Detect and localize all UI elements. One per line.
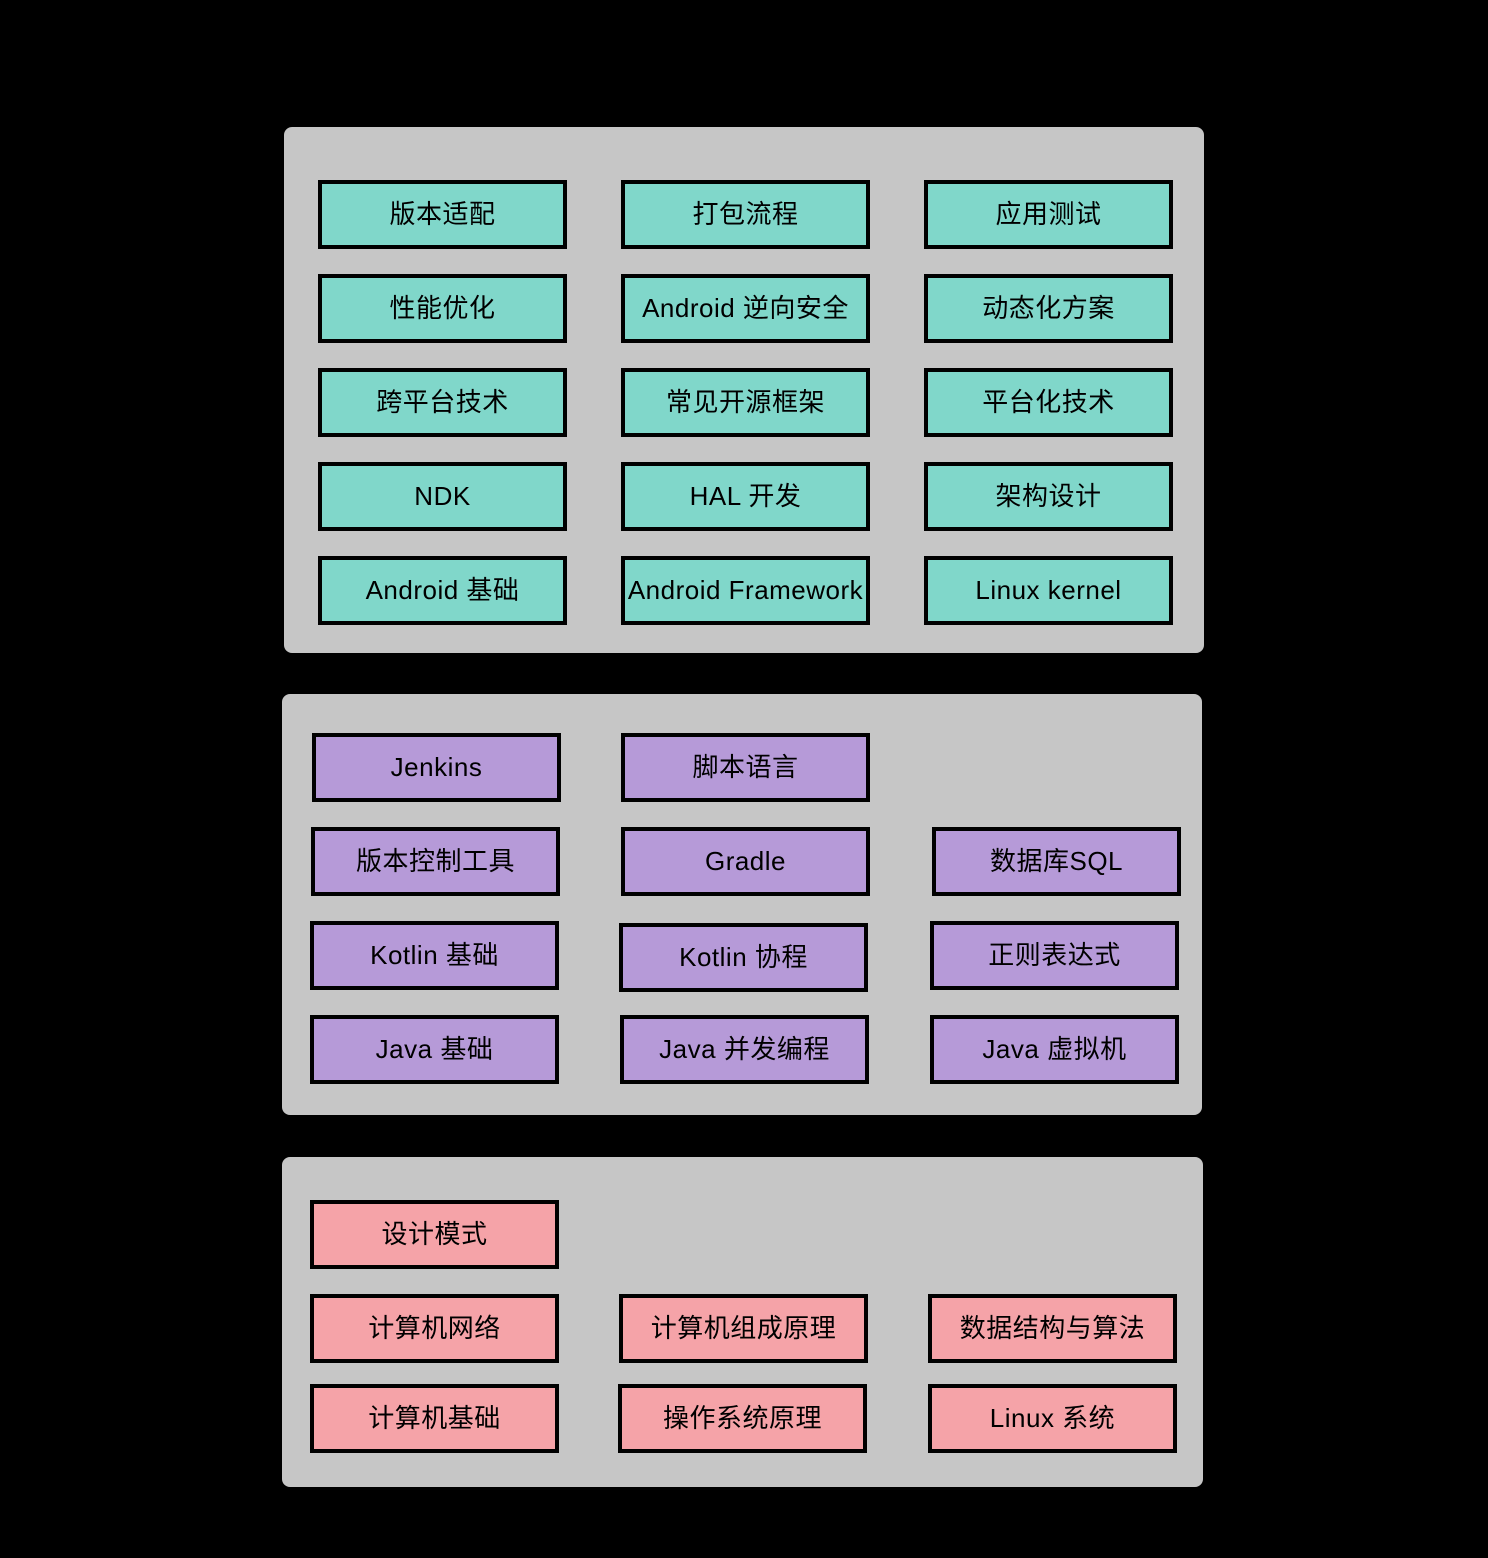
node-fund-0-0[interactable]: 设计模式 xyxy=(310,1200,559,1269)
node-lang-3-0[interactable]: Java 基础 xyxy=(310,1015,559,1084)
node-android-0-0[interactable]: 版本适配 xyxy=(318,180,567,249)
node-android-3-2[interactable]: 架构设计 xyxy=(924,462,1173,531)
node-lang-2-0[interactable]: Kotlin 基础 xyxy=(310,921,559,990)
node-android-4-2[interactable]: Linux kernel xyxy=(924,556,1173,625)
node-fund-2-0[interactable]: 计算机基础 xyxy=(310,1384,559,1453)
node-android-4-0[interactable]: Android 基础 xyxy=(318,556,567,625)
layer-panel-fundamentals: 设计模式 计算机网络 计算机组成原理 数据结构与算法 计算机基础 操作系统原理 … xyxy=(282,1157,1203,1487)
node-fund-1-2[interactable]: 数据结构与算法 xyxy=(928,1294,1177,1363)
node-android-4-1[interactable]: Android Framework xyxy=(621,556,870,625)
node-lang-0-1[interactable]: 脚本语言 xyxy=(621,733,870,802)
node-lang-3-2[interactable]: Java 虚拟机 xyxy=(930,1015,1179,1084)
node-android-2-0[interactable]: 跨平台技术 xyxy=(318,368,567,437)
node-android-1-1[interactable]: Android 逆向安全 xyxy=(621,274,870,343)
node-android-3-0[interactable]: NDK xyxy=(318,462,567,531)
node-lang-2-1[interactable]: Kotlin 协程 xyxy=(619,923,868,992)
node-fund-2-2[interactable]: Linux 系统 xyxy=(928,1384,1177,1453)
node-android-0-2[interactable]: 应用测试 xyxy=(924,180,1173,249)
node-lang-0-0[interactable]: Jenkins xyxy=(312,733,561,802)
node-android-2-1[interactable]: 常见开源框架 xyxy=(621,368,870,437)
node-lang-3-1[interactable]: Java 并发编程 xyxy=(620,1015,869,1084)
node-lang-1-1[interactable]: Gradle xyxy=(621,827,870,896)
node-lang-1-2[interactable]: 数据库SQL xyxy=(932,827,1181,896)
node-lang-1-0[interactable]: 版本控制工具 xyxy=(311,827,560,896)
layer-panel-language-tools: Jenkins 脚本语言 版本控制工具 Gradle 数据库SQL Kotlin… xyxy=(282,694,1202,1115)
node-android-1-2[interactable]: 动态化方案 xyxy=(924,274,1173,343)
node-android-0-1[interactable]: 打包流程 xyxy=(621,180,870,249)
node-android-3-1[interactable]: HAL 开发 xyxy=(621,462,870,531)
node-fund-1-1[interactable]: 计算机组成原理 xyxy=(619,1294,868,1363)
node-fund-1-0[interactable]: 计算机网络 xyxy=(310,1294,559,1363)
node-android-2-2[interactable]: 平台化技术 xyxy=(924,368,1173,437)
layer-panel-android: 版本适配 打包流程 应用测试 性能优化 Android 逆向安全 动态化方案 跨… xyxy=(284,127,1204,653)
node-android-1-0[interactable]: 性能优化 xyxy=(318,274,567,343)
node-lang-2-2[interactable]: 正则表达式 xyxy=(930,921,1179,990)
node-fund-2-1[interactable]: 操作系统原理 xyxy=(618,1384,867,1453)
